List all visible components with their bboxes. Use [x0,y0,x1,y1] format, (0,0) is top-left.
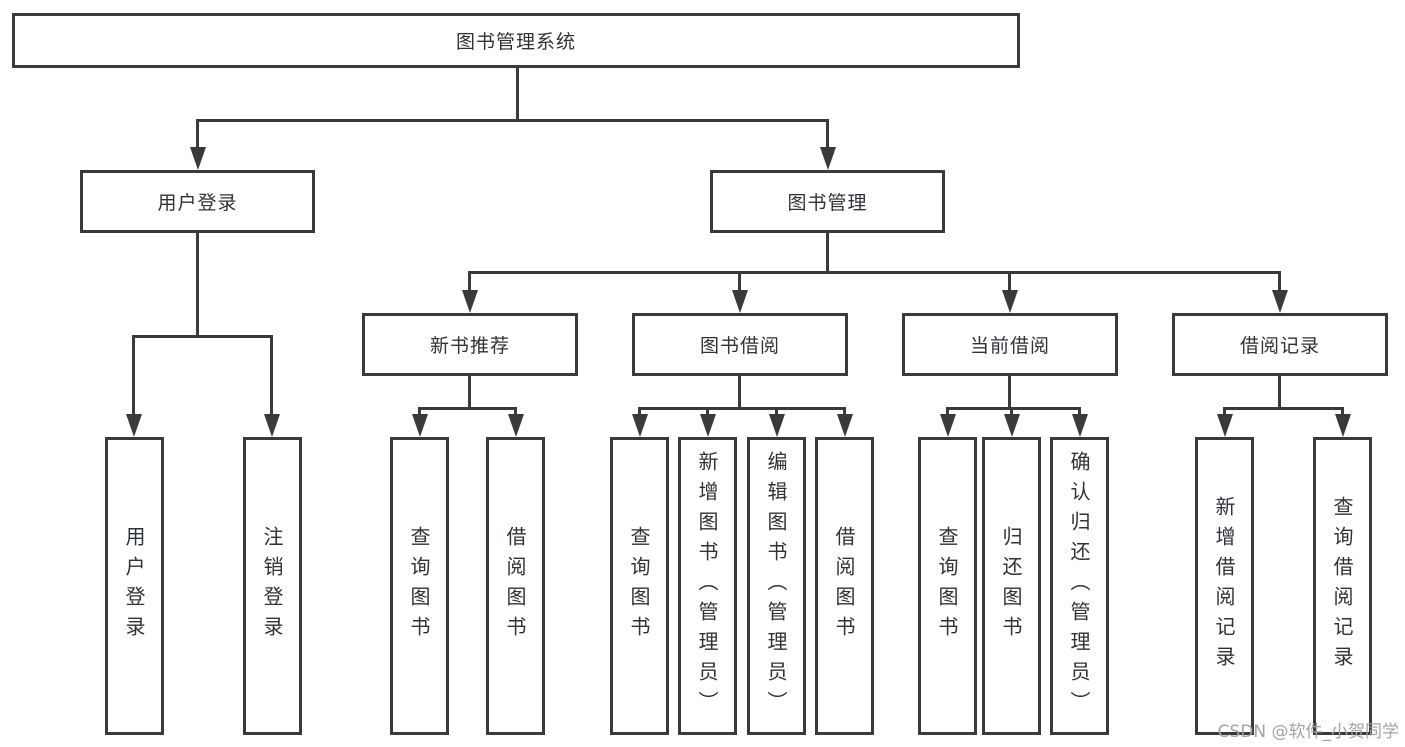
connector-vline [1278,376,1281,409]
node-current-borrowing: 当前借阅 [902,313,1118,376]
connector-vline [132,335,135,416]
connector-vline [196,119,199,149]
arrowhead-down-icon [837,414,853,437]
leaf-add-book-admin: 新增图书（管理员） [678,437,737,735]
leaf-confirm-return-admin: 确认归还（管理员） [1050,437,1109,735]
leaf-borrow-books: 借阅图书 [815,437,874,735]
connector-hline [638,407,846,410]
connector-vline [196,233,199,337]
leaf-query-borrow-record: 查询借阅记录 [1313,437,1372,735]
connector-vline [516,68,519,122]
arrowhead-down-icon [126,414,142,437]
arrowhead-down-icon [264,414,280,437]
arrowhead-down-icon [1004,414,1020,437]
arrowhead-down-icon [1335,414,1351,437]
arrowhead-down-icon [732,290,748,313]
connector-vline [1008,271,1011,293]
connector-vline [468,376,471,409]
leaf-add-borrow-record: 新增借阅记录 [1195,437,1254,735]
node-user-login: 用户登录 [80,170,315,233]
connector-hline [946,407,1081,410]
arrowhead-down-icon [769,414,785,437]
connector-vline [1010,407,1013,417]
connector-vline [468,271,471,293]
arrowhead-down-icon [820,147,836,170]
connector-hline [196,119,829,122]
node-book-management: 图书管理 [710,170,945,233]
arrowhead-down-icon [462,290,478,313]
node-new-book-recommend: 新书推荐 [362,313,578,376]
arrowhead-down-icon [508,414,524,437]
connector-vline [418,407,421,417]
arrowhead-down-icon [700,414,716,437]
connector-vline [738,376,741,409]
node-borrowing-records: 借阅记录 [1172,313,1388,376]
connector-vline [706,407,709,417]
leaf-query-books: 查询图书 [390,437,449,735]
connector-vline [1278,271,1281,293]
connector-vline [1008,376,1011,409]
arrowhead-down-icon [940,414,956,437]
leaf-query-books: 查询图书 [918,437,977,735]
node-library-system: 图书管理系统 [12,13,1020,68]
connector-vline [843,407,846,417]
connector-vline [1223,407,1226,417]
arrowhead-down-icon [1072,414,1088,437]
connector-vline [1341,407,1344,417]
leaf-user-login: 用户登录 [105,437,164,735]
watermark: CSDN @软件_小贺同学 [1217,722,1399,742]
connector-hline [418,407,517,410]
arrowhead-down-icon [412,414,428,437]
connector-vline [738,271,741,293]
connector-hline [1223,407,1344,410]
leaf-borrow-books: 借阅图书 [486,437,545,735]
connector-vline [514,407,517,417]
connector-vline [270,335,273,416]
leaf-return-books: 归还图书 [982,437,1041,735]
connector-vline [1078,407,1081,417]
connector-hline [468,271,1281,274]
arrowhead-down-icon [632,414,648,437]
arrowhead-down-icon [1217,414,1233,437]
arrowhead-down-icon [1272,290,1288,313]
arrowhead-down-icon [1002,290,1018,313]
connector-hline [132,335,273,338]
connector-vline [638,407,641,417]
connector-vline [826,233,829,273]
connector-vline [775,407,778,417]
leaf-logout: 注销登录 [243,437,302,735]
leaf-query-books: 查询图书 [610,437,669,735]
arrowhead-down-icon [190,147,206,170]
leaf-edit-book-admin: 编辑图书（管理员） [747,437,806,735]
node-book-borrowing: 图书借阅 [632,313,848,376]
connector-vline [826,119,829,149]
connector-vline [946,407,949,417]
